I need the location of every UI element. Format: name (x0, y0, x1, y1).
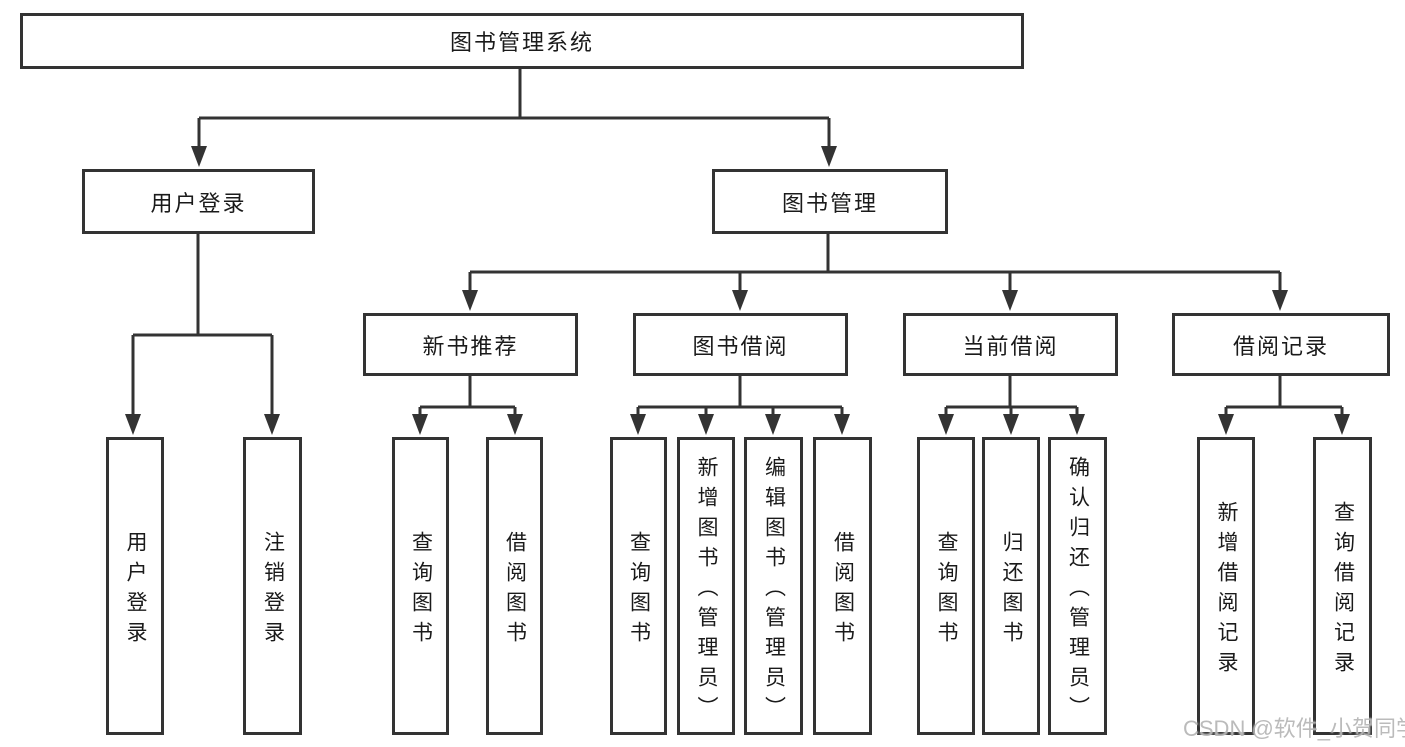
node-label: 查询借阅记录 (1331, 500, 1355, 681)
node-user-login-branch: 用户登录 (82, 169, 315, 234)
node-new-book-recommend: 新书推荐 (363, 313, 578, 376)
leaf-add-books-admin: 新增图书（管理员） (677, 437, 735, 735)
node-current-borrowing: 当前借阅 (903, 313, 1118, 376)
node-label: 借阅记录 (1232, 333, 1329, 359)
node-label: 查询图书 (409, 530, 433, 651)
leaf-user-login: 用户登录 (106, 437, 164, 735)
leaf-edit-books-admin: 编辑图书（管理员） (744, 437, 803, 735)
leaf-query-books-current: 查询图书 (917, 437, 975, 735)
node-label: 用户登录 (150, 190, 247, 216)
node-label: 图书管理系统 (449, 30, 594, 55)
node-label: 注销登录 (261, 530, 285, 651)
csdn-watermark: CSDN @软件_小贺同学 (1183, 716, 1405, 741)
node-label: 当前借阅 (962, 333, 1059, 359)
node-label: 图书管理 (781, 190, 878, 216)
node-label: 新增借阅记录 (1215, 500, 1239, 681)
leaf-query-books-borrowing: 查询图书 (610, 437, 667, 735)
leaf-borrow-books-recommend: 借阅图书 (486, 437, 543, 735)
leaf-logout: 注销登录 (243, 437, 302, 735)
node-label: 新书推荐 (422, 333, 519, 359)
leaf-confirm-return-admin: 确认归还（管理员） (1048, 437, 1107, 735)
node-book-borrowing: 图书借阅 (633, 313, 848, 376)
node-book-management-branch: 图书管理 (712, 169, 948, 234)
node-borrowing-records: 借阅记录 (1172, 313, 1390, 376)
node-label: 用户登录 (124, 530, 148, 651)
node-root-system: 图书管理系统 (20, 13, 1024, 69)
node-label: 编辑图书（管理员） (762, 455, 786, 726)
leaf-return-books: 归还图书 (982, 437, 1040, 735)
node-label: 查询图书 (935, 530, 959, 651)
leaf-query-books-recommend: 查询图书 (392, 437, 449, 735)
node-label: 借阅图书 (831, 530, 855, 651)
leaf-add-borrow-record: 新增借阅记录 (1197, 437, 1255, 735)
node-label: 借阅图书 (503, 530, 527, 651)
node-label: 查询图书 (627, 530, 651, 651)
leaf-borrow-books-borrowing: 借阅图书 (813, 437, 872, 735)
node-label: 归还图书 (1000, 530, 1024, 651)
leaf-query-borrow-record: 查询借阅记录 (1313, 437, 1372, 735)
node-label: 图书借阅 (692, 333, 789, 359)
node-label: 确认归还（管理员） (1066, 455, 1090, 726)
node-label: 新增图书（管理员） (695, 455, 719, 726)
